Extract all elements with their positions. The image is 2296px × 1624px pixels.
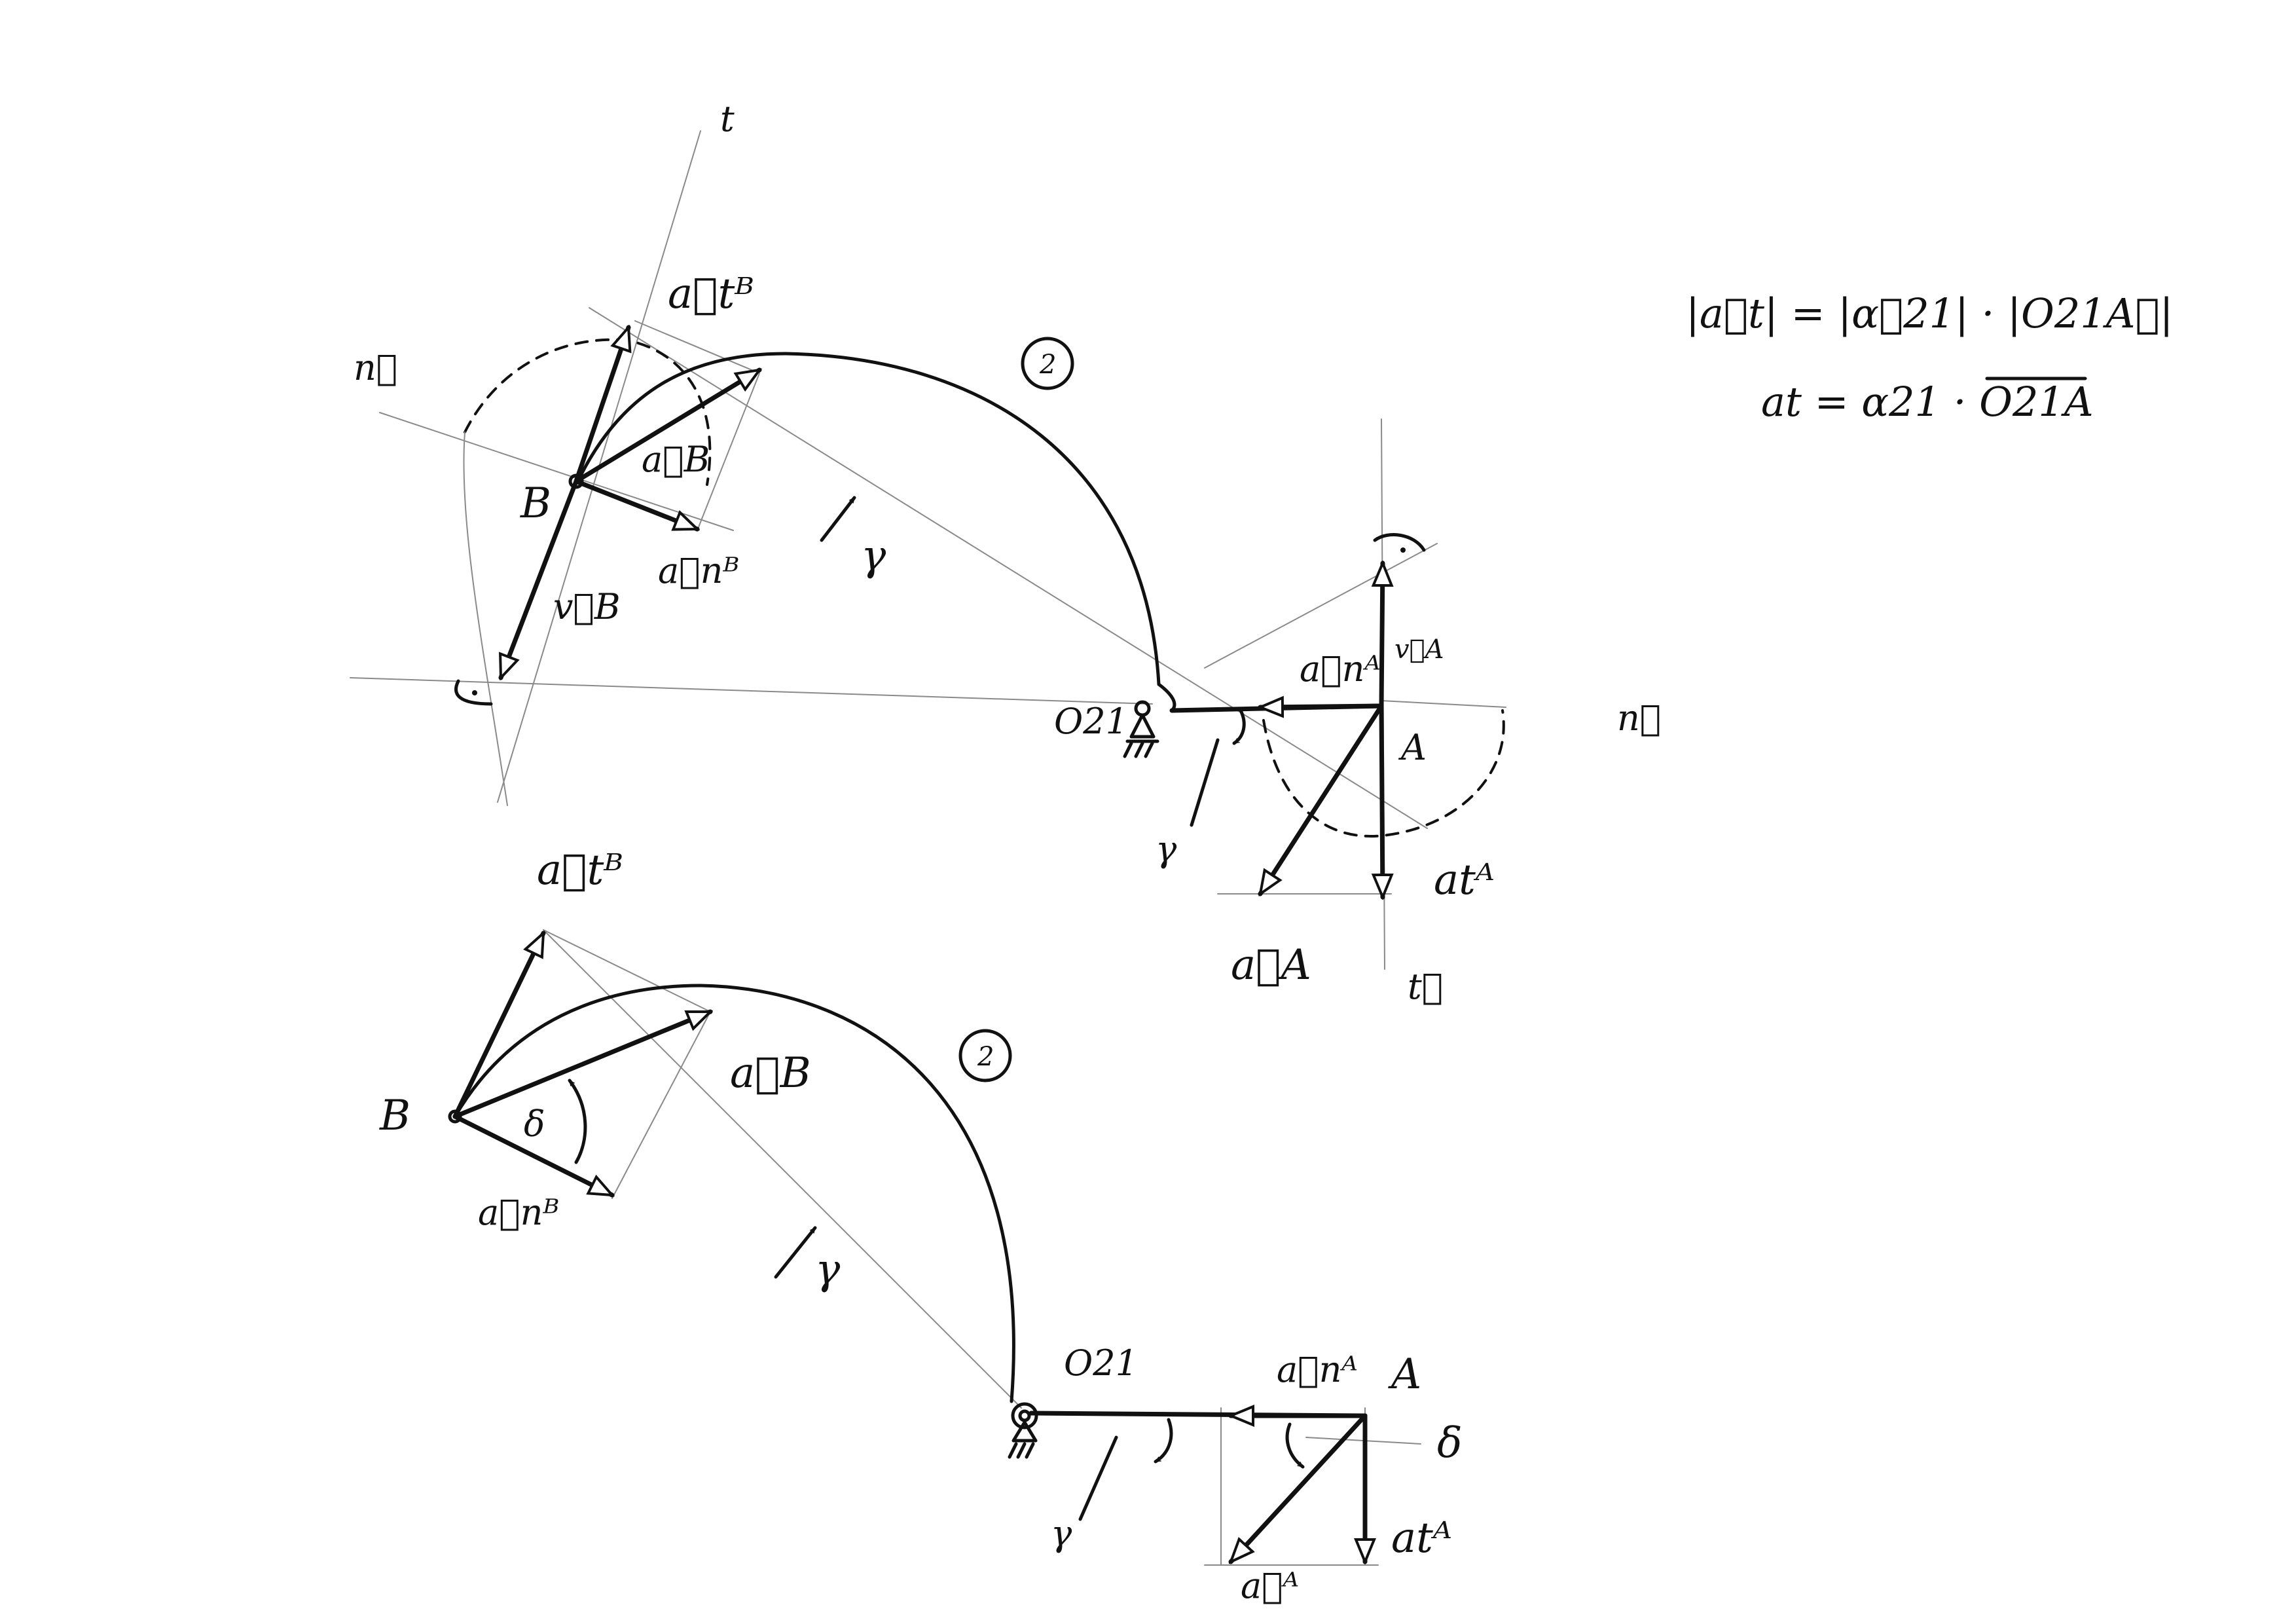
gamma-leader — [1078, 1435, 1118, 1521]
label-an-A: a⃗nᴬ — [1300, 648, 1381, 690]
label-aA: a⃗A — [1231, 941, 1311, 989]
label-B: B — [520, 479, 551, 528]
body-number-circle — [1021, 337, 1074, 390]
label-an-B: a⃗nᴮ — [478, 1192, 559, 1233]
label-an-A: a⃗nᴬ — [1277, 1349, 1358, 1390]
label-delta-B: δ — [524, 1103, 545, 1145]
right-angle-mark-ground — [454, 679, 493, 706]
ground-line — [350, 677, 1153, 705]
label-aA: a⃗ᴬ — [1241, 1565, 1299, 1606]
label-aB: a⃗B — [642, 439, 710, 480]
parallelogram-line — [543, 929, 711, 1012]
label-B: B — [379, 1092, 410, 1140]
label-an-B: a⃗nᴮ — [658, 550, 739, 591]
dashed-arc-A — [1262, 709, 1505, 838]
parallelogram-line — [611, 1011, 711, 1199]
formula-line-1: |a⃗t| = |α⃗21| · |O21A⃗| — [1686, 289, 2174, 337]
top-figure: t n⃗ a⃗tᴮ a⃗B a⃗nᴮ v⃗B B γ O21 γ a⃗nᴬ v⃗… — [350, 98, 1661, 1007]
gamma-arrow — [774, 1226, 817, 1279]
gamma-leader — [1190, 738, 1220, 827]
point-B — [448, 1109, 462, 1124]
label-O21: O21 — [1054, 701, 1128, 742]
delta-angle-arc-A — [1285, 1422, 1305, 1469]
label-A: A — [1398, 727, 1427, 768]
right-angle-dot — [1400, 547, 1406, 553]
vector-at-A — [1381, 703, 1383, 897]
body-number: 2 — [1039, 350, 1056, 380]
parallelogram-line — [697, 373, 760, 531]
formula-line-2: at = α21 · O21A — [1761, 378, 2094, 426]
label-at-A: atᴬ — [1391, 1514, 1452, 1562]
label-O21: O21 — [1064, 1342, 1138, 1384]
body-2-outline — [453, 984, 1015, 1403]
gamma-angle-arc — [1154, 1418, 1173, 1464]
vector-an-B — [452, 1114, 612, 1198]
vector-aA — [1258, 703, 1384, 894]
body-2-outline — [577, 352, 1161, 686]
horizontal-axis-A — [1381, 700, 1506, 708]
vector-vA — [1381, 563, 1383, 709]
gamma-angle-arc — [1232, 709, 1246, 745]
bottom-figure: a⃗tᴮ a⃗B B δ a⃗nᴮ γ O21 a⃗nᴬ A δ γ atᴬ a… — [379, 846, 1463, 1606]
label-vB: v⃗B — [553, 586, 621, 627]
pivot-O21 — [1008, 1402, 1038, 1459]
label-A: A — [1388, 1350, 1421, 1399]
vector-at-B — [452, 933, 546, 1119]
label-at-B: a⃗tᴮ — [537, 846, 623, 895]
right-angle-dot — [472, 690, 477, 695]
vector-aB — [574, 367, 759, 484]
label-at-A: atᴬ — [1434, 856, 1495, 904]
label-vA: v⃗A — [1394, 635, 1444, 665]
body-2-edge — [1157, 682, 1176, 712]
label-t-axis: t — [720, 98, 735, 139]
vector-at-B — [574, 327, 629, 484]
vector-an-A — [1260, 706, 1384, 707]
formula-block: |a⃗t| = |α⃗21| · |O21A⃗| at = α21 · O21A — [1686, 289, 2174, 426]
label-t-axis-bottom: t⃗ — [1408, 966, 1443, 1007]
label-gamma-small: γ — [1051, 1513, 1072, 1554]
pivot-O21 — [1123, 700, 1159, 758]
point-B — [568, 473, 584, 489]
label-n-axis-right: n⃗ — [1617, 697, 1661, 739]
tangent-line-A — [1204, 543, 1438, 669]
radius-line-O21-B — [543, 929, 1022, 1409]
radius-line-O21-B — [589, 307, 1428, 829]
vector-aA — [1231, 1413, 1368, 1562]
parallelogram-line — [634, 320, 760, 374]
body-number-circle — [958, 1029, 1012, 1082]
right-angle-mark-A — [1373, 533, 1426, 552]
label-gamma: γ — [815, 1246, 841, 1294]
body-number: 2 — [977, 1042, 994, 1072]
label-gamma-small: γ — [1156, 828, 1177, 870]
label-at-B: a⃗tᴮ — [668, 270, 754, 318]
gamma-arrow — [820, 496, 856, 542]
label-gamma: γ — [861, 532, 886, 580]
vector-vB — [498, 479, 579, 678]
label-n-axis-left: n⃗ — [354, 347, 397, 388]
delta-angle-arc-B — [568, 1079, 587, 1164]
label-aB: a⃗B — [730, 1049, 811, 1098]
vector-aB — [452, 1009, 710, 1119]
arc-B-to-ground — [463, 432, 508, 806]
label-delta-A: δ — [1437, 1419, 1463, 1467]
vector-an-B — [574, 479, 697, 532]
